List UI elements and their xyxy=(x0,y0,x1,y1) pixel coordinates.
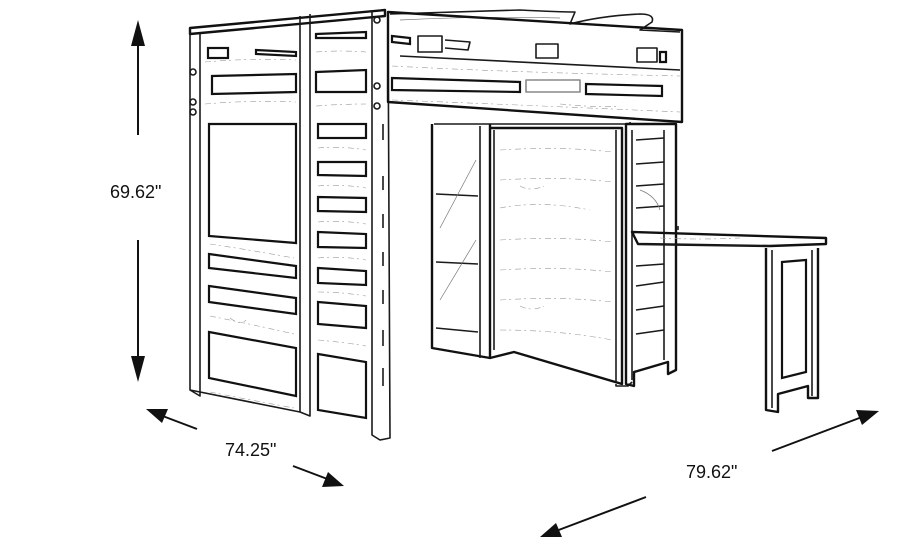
ladder xyxy=(316,122,384,420)
desk-return xyxy=(630,226,828,414)
storage-cabinet xyxy=(489,126,633,387)
end-panel-lower-left xyxy=(189,122,301,413)
bookshelf xyxy=(430,122,631,360)
height-dimension-arrow xyxy=(131,20,145,382)
width-dimension-arrow xyxy=(540,410,879,537)
bed-end-frame xyxy=(188,8,391,441)
width-dimension-label: 79.62" xyxy=(686,462,738,482)
height-dimension-label: 69.62" xyxy=(110,182,162,202)
depth-dimension-arrow xyxy=(146,409,344,487)
bed-side-rail xyxy=(386,10,684,124)
depth-dimension-label: 74.25" xyxy=(225,440,277,460)
drawer-stack xyxy=(624,122,678,388)
